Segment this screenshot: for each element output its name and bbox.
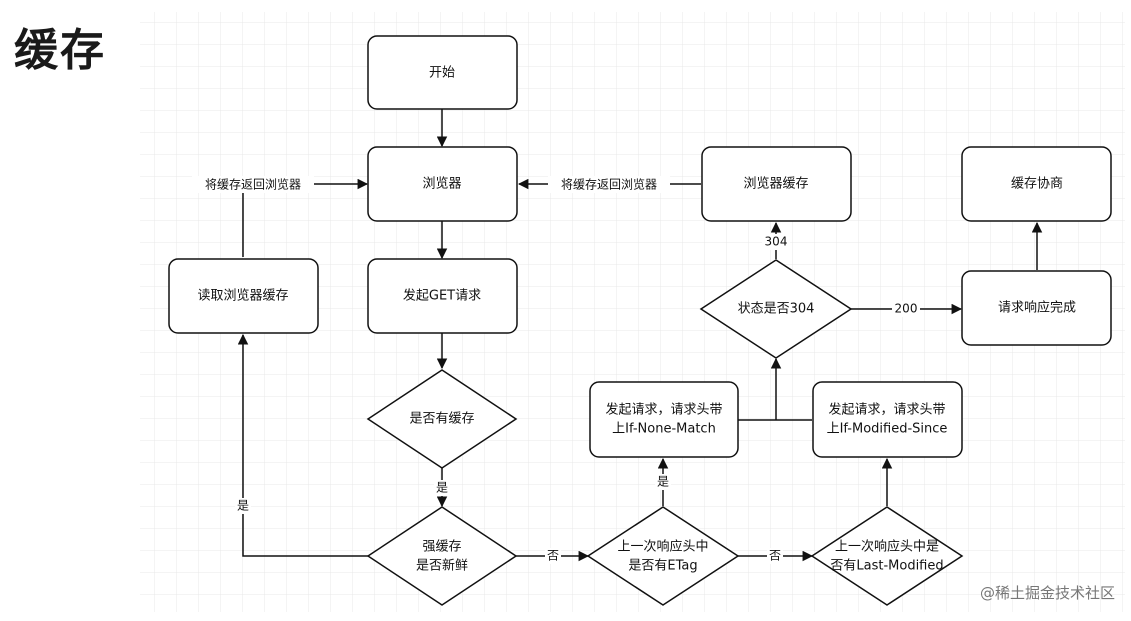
label-status-304: 状态是否304 (738, 302, 815, 317)
edge-label-yes-etag: 是 (657, 475, 669, 489)
edge-label-bg-return-left (192, 176, 314, 193)
edge-label-yes-fresh: 是 (237, 499, 249, 513)
edge-label-yes-cache: 是 (436, 481, 448, 495)
edge-label-200: 200 (895, 302, 918, 316)
node-req-modified-since (812, 381, 963, 458)
label-read-cache: 读取浏览器缓存 (197, 288, 288, 304)
label-strong-cache-1: 强缓存 (422, 540, 461, 555)
label-has-last-modified-2: 否有Last-Modified (830, 559, 943, 574)
node-response-done (961, 270, 1112, 346)
node-has-last-modified (810, 506, 964, 606)
label-has-cache: 是否有缓存 (409, 412, 474, 427)
node-browser-cache (701, 146, 852, 222)
label-cache-negotiation: 缓存协商 (1011, 177, 1063, 192)
label-req-none-match-1: 发起请求，请求头带 (605, 402, 722, 418)
node-cache-negotiation (961, 146, 1112, 222)
edge-label-304: 304 (765, 235, 788, 249)
edge-label-no-fresh: 否 (547, 549, 559, 563)
label-browser-cache: 浏览器缓存 (743, 176, 808, 192)
edge-label-bg-304 (762, 234, 790, 250)
node-status-304 (699, 259, 853, 359)
node-req-none-match (589, 381, 739, 458)
label-req-modified-since-2: 上If-Modified-Since (827, 422, 948, 437)
edge-label-bg-yes-etag (655, 474, 671, 490)
label-start: 开始 (429, 66, 455, 81)
label-browser: 浏览器 (422, 176, 461, 192)
label-req-modified-since-1: 发起请求，请求头带 (828, 402, 945, 418)
label-has-etag-1: 上一次响应头中 (617, 539, 708, 555)
label-send-get: 发起GET请求 (403, 288, 481, 304)
label-response-done: 请求响应完成 (998, 300, 1076, 316)
edge-label-return-left: 将缓存返回浏览器 (205, 177, 301, 192)
edge-label-bg-return-right (548, 176, 670, 193)
label-has-last-modified-1: 上一次响应头中是 (835, 539, 939, 555)
node-send-get (367, 258, 518, 334)
label-req-none-match-2: 上If-None-Match (612, 422, 716, 437)
edge-strong-readcache (237, 333, 368, 557)
page-title: 缓存 (14, 25, 106, 76)
edge-label-bg-yes-fresh (235, 498, 251, 514)
edge-label-bg-200 (892, 301, 920, 317)
watermark: @稀土掘金技术社区 (979, 584, 1115, 602)
edge-label-return-right: 将缓存返回浏览器 (561, 177, 657, 192)
label-strong-cache-2: 是否新鲜 (416, 558, 468, 574)
node-read-cache (168, 258, 319, 334)
edge-label-bg-yes-cache (434, 480, 450, 496)
node-strong-cache (366, 506, 518, 606)
label-has-etag-2: 是否有ETag (628, 559, 697, 574)
node-start (367, 35, 518, 110)
edge-label-bg-no-fresh (545, 548, 561, 564)
edge-label-bg-no-etag (767, 548, 783, 564)
node-browser (367, 146, 518, 222)
node-has-etag (586, 506, 740, 606)
edge-label-no-etag: 否 (769, 549, 781, 563)
node-has-cache (366, 369, 518, 469)
